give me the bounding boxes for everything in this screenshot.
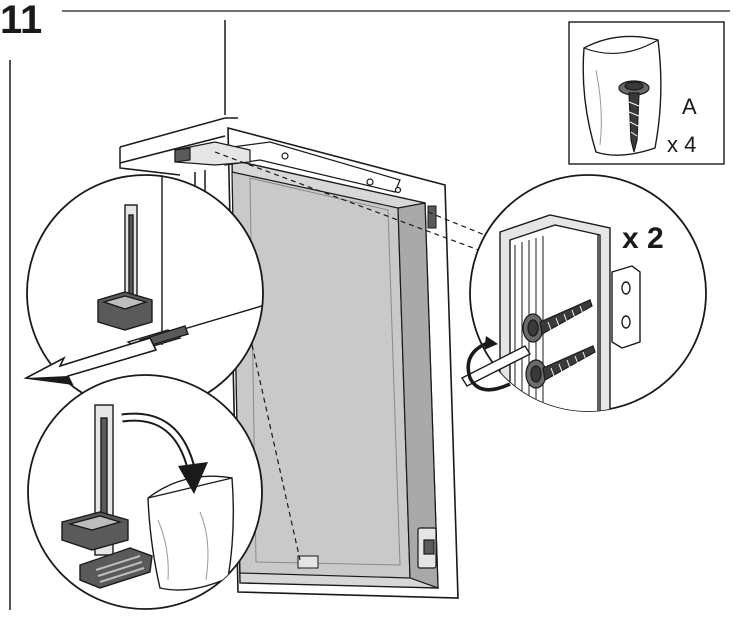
door-side-bracket-top <box>427 205 437 229</box>
detail-circle-screws: x 2 <box>461 174 707 412</box>
step-number: 11 <box>0 0 42 42</box>
appliance-door <box>174 126 459 599</box>
door-top-rail <box>224 141 402 194</box>
detail-circle-bracket-removal <box>23 174 264 412</box>
callout-lines <box>159 151 501 561</box>
door-side-edge <box>397 202 439 589</box>
bag-outline-bottom <box>147 475 235 591</box>
screw-quantity-label: x 2 <box>622 222 664 255</box>
parts-inset: A x 4 <box>568 21 725 165</box>
door-bottom-clip <box>297 555 319 569</box>
cabinet-niche <box>9 20 238 610</box>
top-hinge-bracket <box>174 141 251 166</box>
part-letter-label: A <box>682 94 697 119</box>
screw-upper <box>522 299 593 343</box>
screwdriver <box>461 345 531 387</box>
detail-circle-store-in-bag <box>27 374 263 610</box>
parts-bag-icon <box>582 35 662 156</box>
screw-icon <box>618 80 650 153</box>
lower-hinge <box>417 527 437 569</box>
screw-lower <box>525 345 596 389</box>
rotation-arrow <box>466 340 511 392</box>
part-quantity-label: x 4 <box>667 132 696 157</box>
